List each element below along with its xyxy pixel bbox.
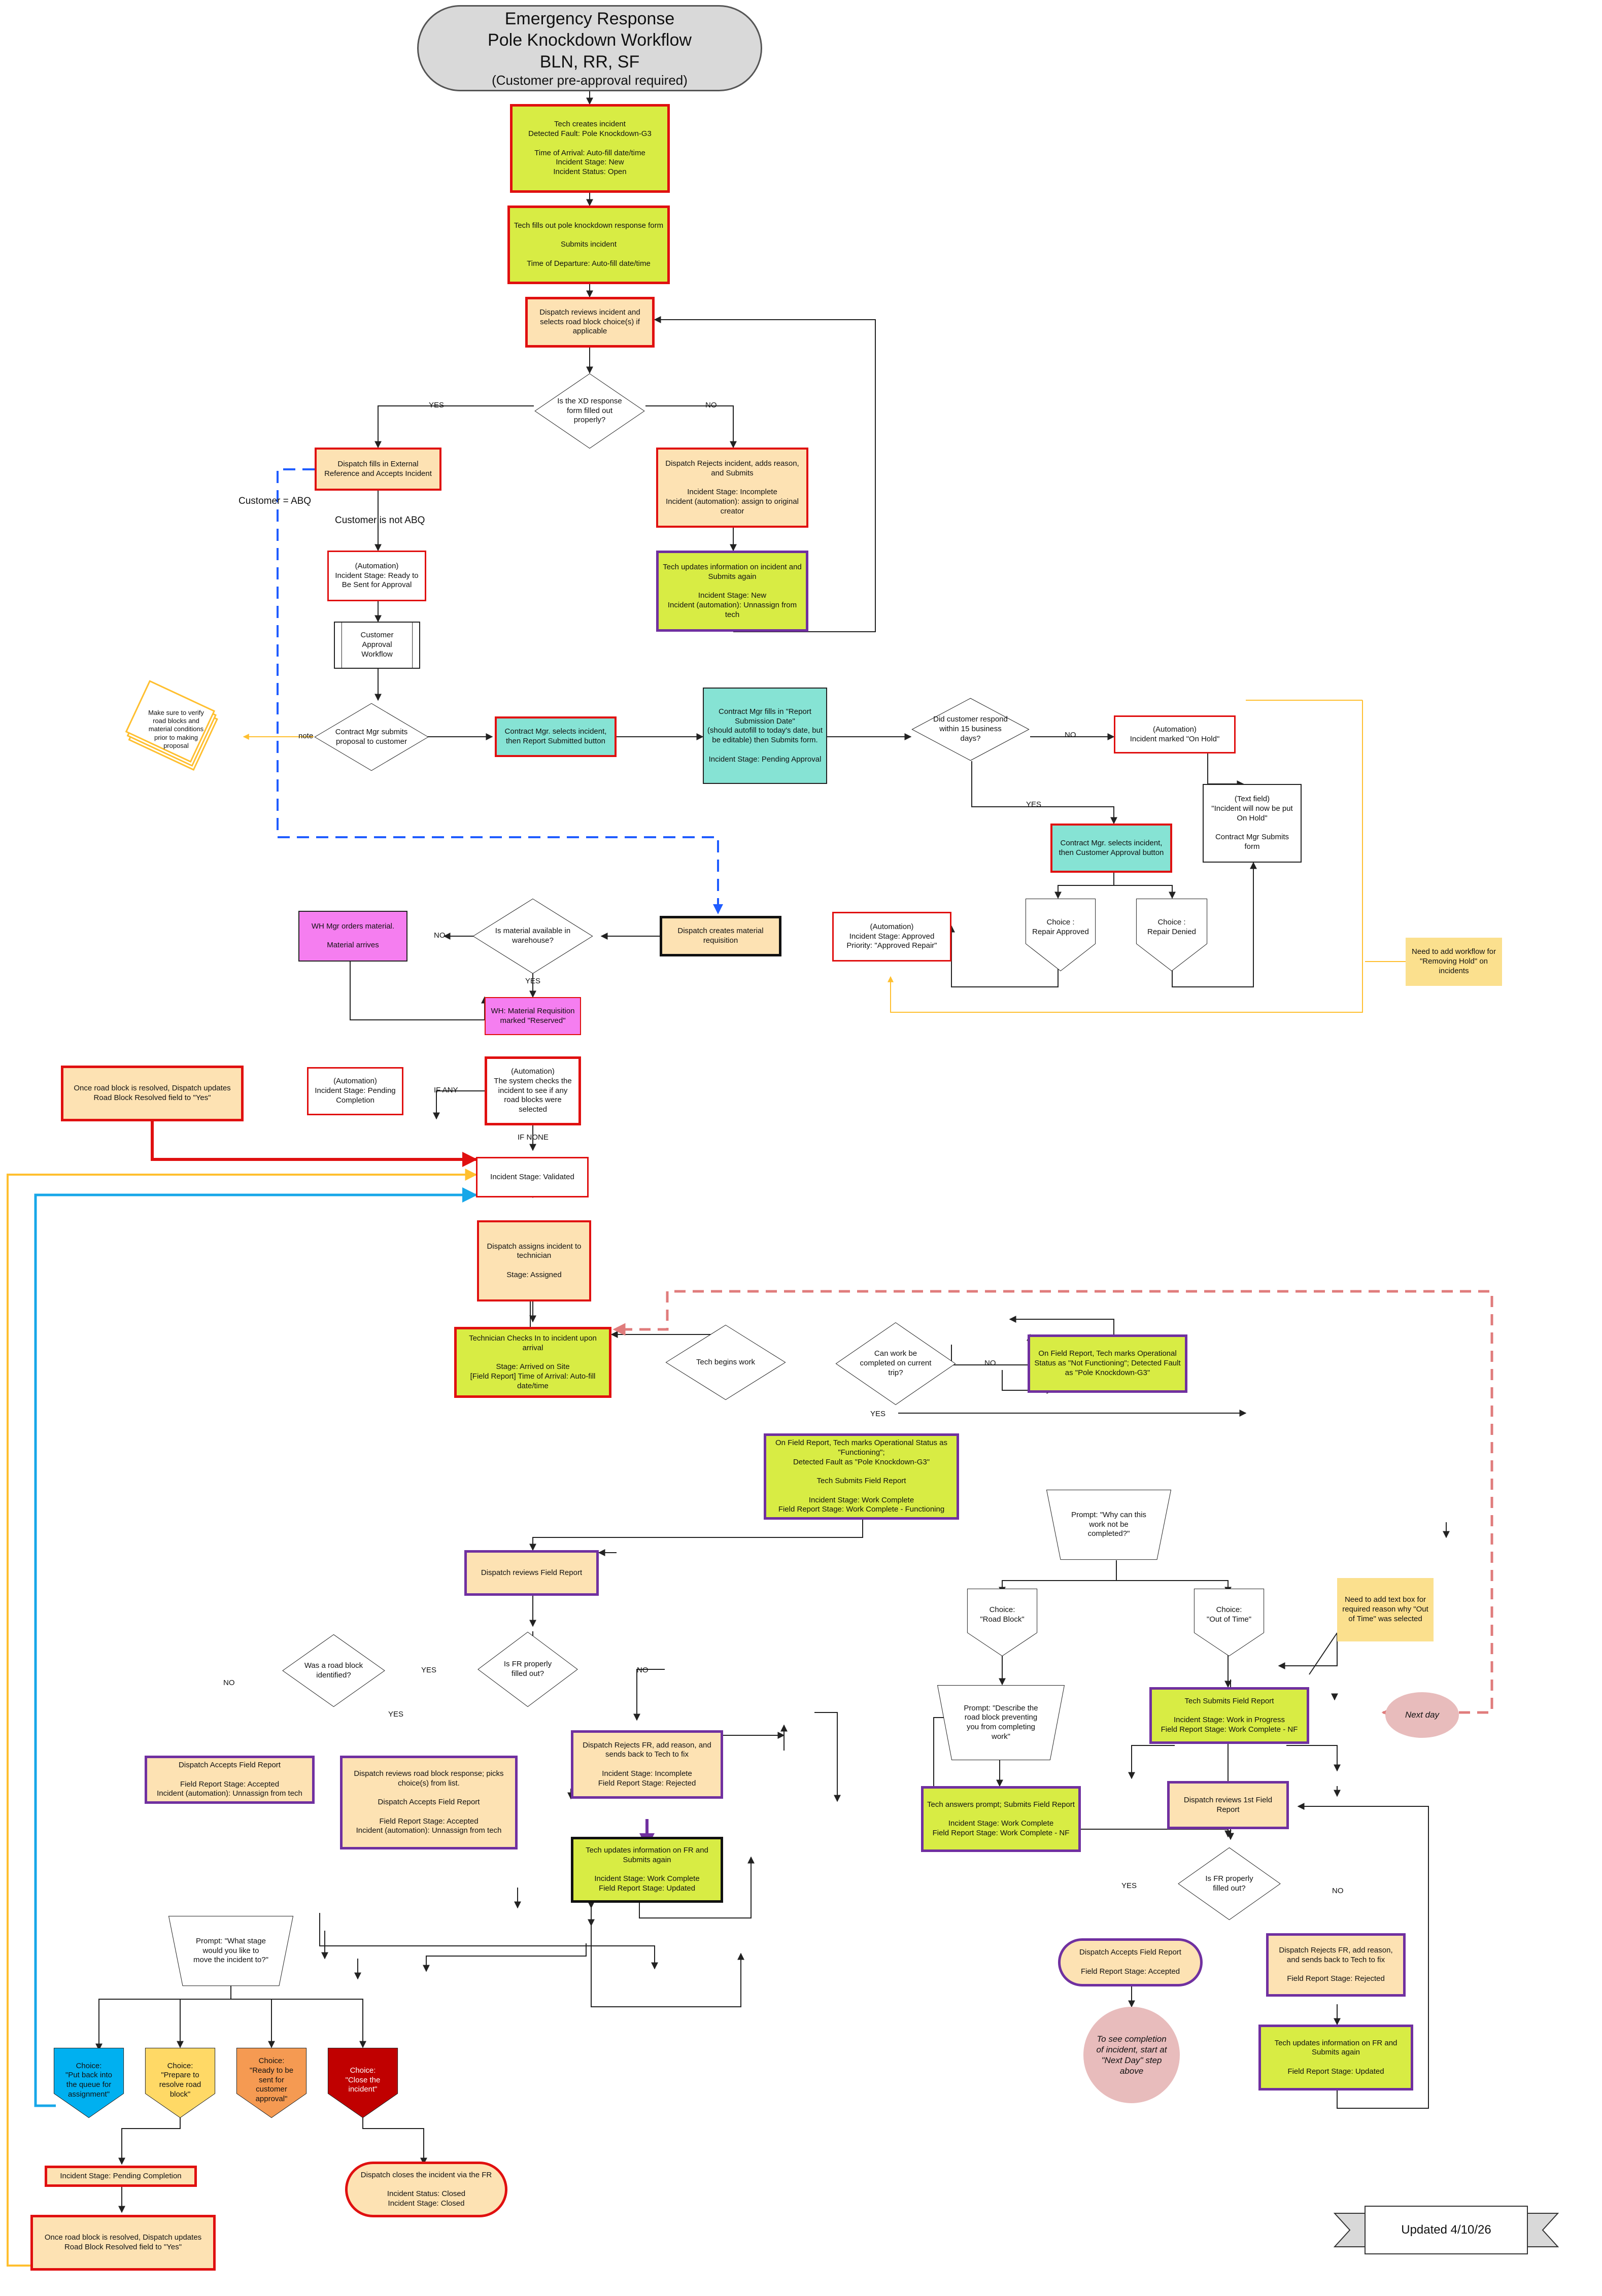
choice-repair-denied: Choice : Repair Denied (1136, 898, 1208, 972)
node-dispatch-fills-external: Dispatch fills in External Reference and… (315, 448, 441, 491)
decision-contract-mgr-submits: Contract Mgr submits proposal to custome… (314, 703, 429, 771)
node-text-field-hold: (Text field) "Incident will now be put O… (1203, 784, 1302, 863)
node-tech-updates-fr-2: Tech updates information on FR and Submi… (1258, 2025, 1413, 2091)
node-dispatch-rejects-1: Dispatch Rejects FR, add reason, and sen… (571, 1730, 723, 1799)
label-yes-fr-2: YES (1121, 1881, 1137, 1890)
node-tech-checks-in: Technician Checks In to incident upon ar… (454, 1327, 611, 1398)
decision-customer-respond: Did customer respond within 15 business … (911, 698, 1030, 761)
node-dispatch-accepts-2: Dispatch Accepts Field Report Field Repo… (1058, 1938, 1203, 1986)
node-stage-pending-completion: Incident Stage: Pending Completion (45, 2166, 197, 2187)
choice-repair-approved: Choice : Repair Approved (1025, 898, 1096, 972)
label-no-can-complete: NO (984, 1359, 996, 1367)
node-dispatch-closes: Dispatch closes the incident via the FR … (345, 2162, 507, 2217)
label-note: note (298, 732, 314, 740)
node-see-completion: To see completion of incident, start at … (1083, 2007, 1180, 2103)
node-fr-not-functioning: On Field Report, Tech marks Operational … (1028, 1334, 1187, 1393)
decision-xd-form: Is the XD response form filled out prope… (534, 373, 645, 449)
node-dispatch-rejects-incident: Dispatch Rejects incident, adds reason, … (656, 448, 808, 528)
title-line-4: (Customer pre-approval required) (492, 73, 688, 88)
node-tech-updates-incident: Tech updates information on incident and… (656, 551, 808, 632)
node-contract-mgr-selects-approval: Contract Mgr. selects incident, then Cus… (1050, 824, 1172, 873)
label-no-xd: NO (705, 401, 717, 409)
label-no-fr-1: NO (637, 1666, 649, 1674)
node-automation-ready: (Automation) Incident Stage: Ready to Be… (327, 551, 426, 601)
node-tech-answers: Tech answers prompt; Submits Field Repor… (921, 1786, 1081, 1852)
node-dispatch-reviews-fr: Dispatch reviews Field Report (464, 1550, 599, 1596)
choice-out-of-time: Choice: "Out of Time" (1194, 1588, 1265, 1657)
label-no-fr-2: NO (1332, 1887, 1344, 1895)
node-customer-approval: Customer Approval Workflow (334, 622, 420, 669)
node-fr-functioning: On Field Report, Tech marks Operational … (764, 1433, 959, 1520)
label-customer-abq: Customer = ABQ (238, 496, 312, 506)
label-if-none: IF NONE (518, 1133, 549, 1142)
node-dispatch-accepts-1: Dispatch Accepts Field Report Field Repo… (145, 1756, 315, 1804)
note-text-box: Need to add text box for required reason… (1337, 1578, 1434, 1641)
node-wh-requisition: WH: Material Requisition marked "Reserve… (485, 997, 581, 1035)
prompt-stage: Prompt: "What stage would you like to mo… (167, 1915, 294, 1986)
node-dispatch-reviews-1st: Dispatch reviews 1st Field Report (1167, 1781, 1289, 1829)
title-line-1: Emergency Response (504, 9, 675, 28)
prompt-why-not: Prompt: "Why can this work not be comple… (1045, 1489, 1172, 1560)
label-yes-can-complete: YES (870, 1410, 886, 1418)
node-dispatch-rejects-2: Dispatch Rejects FR, add reason, and sen… (1266, 1933, 1406, 1997)
title-line-2: Pole Knockdown Workflow (488, 30, 692, 50)
node-contract-mgr-selects-submitted: Contract Mgr. selects incident, then Rep… (495, 716, 617, 757)
node-tech-submits-fr: Tech Submits Field Report Incident Stage… (1149, 1687, 1309, 1744)
choice-prepare: Choice: "Prepare to resolve road block" (145, 2047, 216, 2118)
title-line-3: BLN, RR, SF (539, 52, 640, 72)
node-tech-updates-fr-1: Tech updates information on FR and Submi… (571, 1837, 723, 1903)
node-tech-creates: Tech creates incident Detected Fault: Po… (510, 104, 670, 193)
label-no-road-block: NO (223, 1678, 235, 1687)
updated-banner: Updated 4/10/26 (1333, 2202, 1559, 2258)
choice-close: Choice: "Close the incident" (327, 2047, 398, 2118)
decision-fr-proper-1: Is FR properly filled out? (477, 1631, 578, 1707)
label-yes-respond: YES (1026, 800, 1042, 809)
choice-ready-sent: Choice: "Ready to be sent for customer a… (236, 2047, 307, 2118)
node-automation-roadblocks: (Automation) The system checks the incid… (485, 1056, 581, 1125)
node-automation-pending: (Automation) Incident Stage: Pending Com… (307, 1067, 403, 1115)
node-next-day: Next day (1385, 1692, 1459, 1738)
prompt-describe: Prompt: "Describe the road block prevent… (936, 1685, 1066, 1761)
label-yes-xd: YES (429, 401, 445, 409)
node-note-card: Make sure to verify road blocks and mate… (113, 680, 240, 776)
choice-road-block: Choice: "Road Block" (967, 1588, 1038, 1657)
node-automation-on-hold: (Automation) Incident marked "On Hold" (1114, 715, 1236, 753)
node-tech-fills: Tech fills out pole knockdown response f… (507, 205, 670, 284)
title-banner: Emergency Response Pole Knockdown Workfl… (417, 5, 762, 91)
label-no-material: NO (434, 931, 446, 940)
note-remove-hold: Need to add workflow for "Removing Hold"… (1406, 938, 1502, 986)
decision-can-complete: Can work be completed on current trip? (835, 1322, 957, 1406)
label-yes-road-block: YES (388, 1710, 404, 1719)
decision-road-block-identified: Was a road block identified? (282, 1634, 386, 1707)
choice-back-queue: Choice: "Put back into the queue for ass… (53, 2047, 124, 2118)
label-customer-not-abq: Customer is not ABQ (335, 515, 425, 526)
node-once-resolved-1: Once road block is resolved, Dispatch up… (61, 1066, 244, 1121)
label-no-respond: NO (1065, 731, 1076, 739)
node-automation-approved: (Automation) Incident Stage: Approved Pr… (832, 912, 951, 962)
label-if-any: IF ANY (434, 1086, 458, 1094)
label-yes-fr-1: YES (421, 1666, 437, 1674)
node-dispatch-reviews-roadblock: Dispatch reviews road block response; pi… (340, 1756, 518, 1849)
decision-tech-begins: Tech begins work (665, 1324, 787, 1400)
node-dispatch-assigns: Dispatch assigns incident to technician … (477, 1220, 591, 1301)
label-yes-material: YES (525, 977, 541, 985)
node-dispatch-creates-req: Dispatch creates material requisition (660, 916, 781, 956)
node-stage-validated: Incident Stage: Validated (476, 1157, 589, 1197)
node-once-resolved-2: Once road block is resolved, Dispatch up… (30, 2215, 216, 2271)
decision-material: Is material available in warehouse? (472, 898, 594, 974)
decision-fr-proper-2: Is FR properly filled out? (1177, 1847, 1281, 1921)
node-contract-mgr-fills-date: Contract Mgr fills in "Report Submission… (703, 688, 827, 784)
node-dispatch-reviews-incident: Dispatch reviews incident and selects ro… (525, 297, 655, 348)
node-wh-mgr-orders: WH Mgr orders material. Material arrives (298, 911, 407, 962)
